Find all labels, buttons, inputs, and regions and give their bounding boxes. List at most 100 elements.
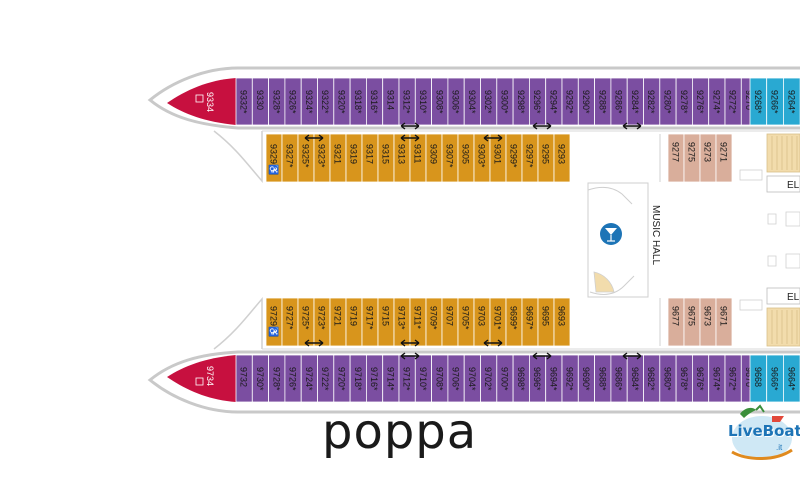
bottom-inner-cabin-number: 9695	[541, 306, 551, 326]
stair-steps	[771, 136, 798, 344]
bottom-outer-cabin-number: 9686*	[614, 367, 624, 391]
top-inner-cabin-number: 9293	[557, 144, 567, 164]
top-inner-cabin-number: 9303*	[477, 144, 487, 168]
logo-suffix: .it	[776, 443, 783, 452]
fixture-mid-3	[785, 211, 800, 227]
bottom-suite-cabin-number: 9675	[687, 306, 697, 326]
bottom-outer-cabin-number: 9708*	[434, 367, 444, 391]
top-outer-cabin-number: 9318*	[353, 90, 363, 114]
top-outer-cabin-number: 9280*	[662, 90, 672, 114]
top-outer-cabin-number: 9296*	[532, 90, 542, 114]
hull-inner-curve-bottom	[213, 297, 263, 350]
top-outer-cabin-number: 9306*	[451, 90, 461, 114]
red-cabin-bottom	[167, 355, 236, 402]
top-inner-cabin-number: 9317	[365, 144, 375, 164]
bottom-inner-cabin-number: 9721	[333, 306, 343, 326]
bottom-ocean-cabin-number: 9668	[753, 367, 763, 387]
bottom-inner-cabin-number: 9723*	[317, 306, 327, 330]
bottom-ocean-cabin-number: 9666*	[770, 367, 780, 391]
top-outer-cabin-number: 9292*	[565, 90, 575, 114]
top-outer-cabin-number: 9274*	[711, 90, 721, 114]
red-cabin-top-badge	[195, 94, 204, 103]
stern-caption: poppa	[322, 404, 478, 460]
fixture-mid-1	[767, 213, 777, 225]
red-cabin-bottom-number: 9734	[205, 366, 215, 386]
fixture-bottom-1	[739, 299, 763, 311]
bottom-outer-cabin-number: 9728*	[271, 367, 281, 391]
bottom-outer-cabin-number: 9718*	[353, 367, 363, 391]
connecting-door-arrow	[622, 122, 642, 130]
connecting-door-arrow	[483, 134, 503, 142]
top-outer-cabin-number: 9272*	[728, 90, 738, 114]
connecting-door-arrow	[532, 352, 552, 360]
bottom-inner-cabin-number: 9699*	[509, 306, 519, 330]
fixture-mid-4	[785, 253, 800, 269]
bottom-inner-cabin-number: 9717*	[365, 306, 375, 330]
top-outer-cabin-number: 9320*	[336, 90, 346, 114]
top-outer-cabin-number: 9316*	[369, 90, 379, 114]
top-outer-cabin-number: 9276*	[695, 90, 705, 114]
bottom-ocean-cabin-9664	[783, 354, 800, 403]
bottom-outer-cabin-number: 9710*	[418, 367, 428, 391]
connecting-door-arrow	[483, 339, 503, 347]
bottom-suite-cabin-number: 9673	[703, 306, 713, 326]
top-outer-cabin-number: 9322*	[320, 90, 330, 114]
bottom-outer-cabin-number: 9724*	[304, 367, 314, 391]
bottom-inner-cabin-number: 9727*	[285, 306, 295, 330]
bottom-inner-cabin-number: 9697*	[525, 306, 535, 330]
hull-top-outline	[147, 66, 800, 130]
top-outer-cabin-number: 9326*	[288, 90, 298, 114]
cocktail-icon	[600, 223, 622, 245]
top-outer-cabin-number: 9314	[385, 90, 395, 110]
top-outer-cabin-number: 9312*	[402, 90, 412, 114]
top-suite-cabin-number: 9275	[687, 142, 697, 162]
bottom-outer-cabin-number: 9706*	[451, 367, 461, 391]
hull-bottom-outline	[147, 350, 800, 414]
bottom-outer-cabin-number: 9704*	[467, 367, 477, 391]
stair-bottom	[766, 307, 800, 347]
connecting-door-arrow	[400, 134, 420, 142]
bottom-inner-cabin-number: 9715	[381, 306, 391, 326]
bottom-outer-cabin-number: 9698*	[516, 367, 526, 391]
bottom-outer-cabin-number: 9690*	[581, 367, 591, 391]
bottom-inner-cabin-number: 9693	[557, 306, 567, 326]
elevator-bottom-label: EL	[787, 292, 800, 303]
bottom-ocean-cabin-number: 9664*	[786, 367, 796, 391]
top-inner-cabin-number: 9311	[413, 144, 423, 163]
top-outer-cabin-number: 9308*	[434, 90, 444, 114]
top-inner-cabin-number: 9321	[333, 144, 343, 164]
bottom-outer-cabin-number: 9720*	[336, 367, 346, 391]
top-inner-cabin-number: 9315	[381, 144, 391, 164]
bottom-inner-cabin-number: 9713*	[397, 306, 407, 330]
bottom-inner-cabin-number: 9703	[477, 306, 487, 326]
top-suite-cabin-number: 9277	[671, 142, 681, 162]
bottom-inner-cabin-9693	[553, 297, 571, 347]
top-outer-cabin-number: 9290*	[581, 90, 591, 114]
bottom-inner-cabin-number: 9705*	[461, 306, 471, 330]
top-inner-cabin-number: 9299*	[509, 144, 519, 168]
top-outer-cabin-number: 9304*	[467, 90, 477, 114]
top-outer-cabin-number: 9332*	[239, 90, 249, 114]
hull-inner-curve-top	[213, 130, 263, 183]
top-outer-cabin-number: 9286*	[614, 90, 624, 114]
music-hall-label: MUSIC HALL	[650, 205, 661, 265]
elevator-top-label: EL	[787, 180, 800, 191]
top-outer-cabin-number: 9284*	[630, 90, 640, 114]
bottom-suite-cabin-number: 9677	[671, 306, 681, 326]
connecting-door-arrow	[304, 134, 324, 142]
fixture-top-1	[739, 169, 763, 181]
top-ocean-cabin-number: 9266*	[770, 90, 780, 114]
top-inner-cabin-number: 9305	[461, 144, 471, 164]
elevator-bottom-box	[766, 287, 800, 305]
top-inner-cabin-number: 9325*	[301, 144, 311, 168]
top-suite-cabin-9271	[715, 133, 733, 183]
bottom-outer-cabin-number: 9726*	[288, 367, 298, 391]
top-inner-cabin-number: 9327*	[285, 144, 295, 168]
connecting-door-arrow	[400, 339, 420, 347]
top-outer-cabin-number: 9294*	[548, 90, 558, 114]
